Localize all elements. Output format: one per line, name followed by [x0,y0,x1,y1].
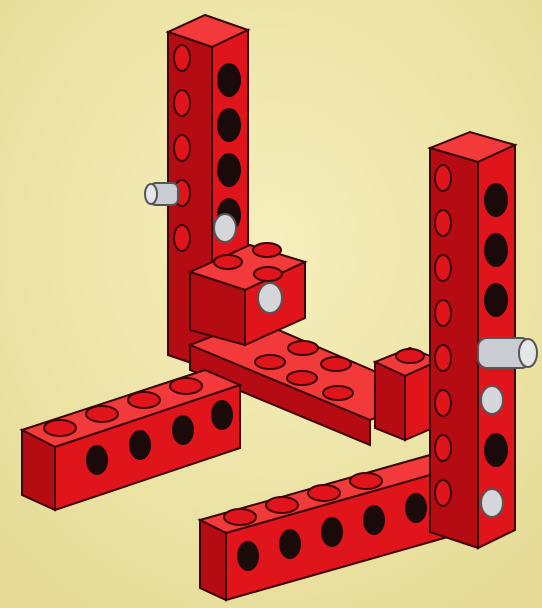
axle-peg-mid [214,214,236,242]
axle-peg-left [145,183,178,205]
axle-peg-right [478,338,537,368]
